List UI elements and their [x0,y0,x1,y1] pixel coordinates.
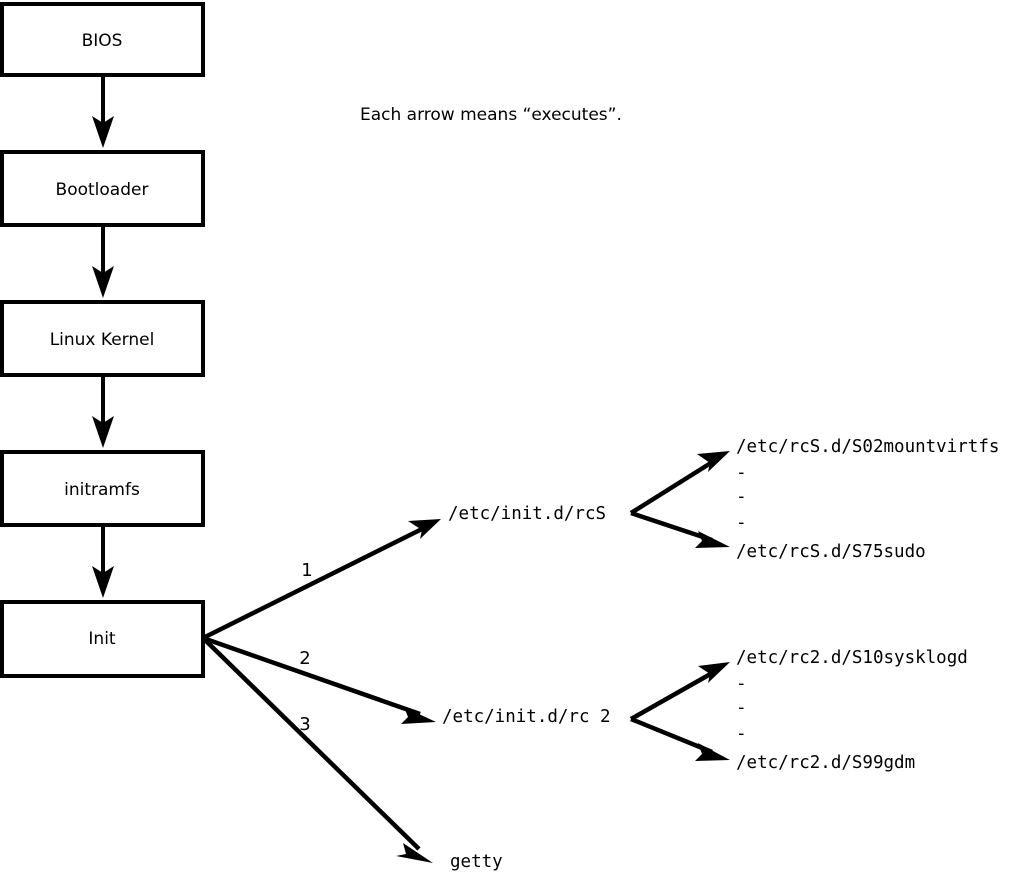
vertical-arrows-group [92,77,114,598]
init-branch-2[interactable]: 2 /etc/init.d/rc 2 [202,635,611,727]
arrow-kernel-to-initramfs [92,377,114,448]
process-box-label: Linux Kernel [50,330,155,350]
rcs-ellipsis-dash: - [736,513,747,533]
rcs-script-first: /etc/rcS.d/S02mountvirtfs [736,437,999,457]
init-branch-1[interactable]: 1 /etc/init.d/rcS [201,504,606,641]
init-branch-3[interactable]: 3 getty [201,636,503,872]
rc2-arrow-first [629,662,730,721]
branch-target-getty: getty [450,852,503,872]
branch-number-label: 2 [299,648,310,669]
process-box-linux-kernel[interactable]: Linux Kernel [0,300,205,377]
rcs-ellipsis-dash: - [736,463,747,483]
rc2-ellipsis-dash: - [736,724,747,744]
rc2-ellipsis-dash: - [736,674,747,694]
rc2-arrow-last [630,716,730,761]
legend-note: Each arrow means “executes”. [360,105,622,125]
arrow-initramfs-to-init [92,527,114,598]
rcs-script-last: /etc/rcS.d/S75sudo [736,542,926,562]
process-box-init[interactable]: Init [0,600,205,678]
process-box-label: Init [88,629,116,649]
branch-number-label: 1 [301,560,312,581]
rcs-fanout-group: /etc/rcS.d/S02mountvirtfs - - - /etc/rcS… [629,437,999,562]
process-box-label: BIOS [82,31,123,51]
rcs-arrow-first [629,451,730,515]
arrow-bios-to-bootloader [92,77,114,148]
rc2-ellipsis-dash: - [736,698,747,718]
process-box-label: Bootloader [56,180,149,200]
rc2-script-first: /etc/rc2.d/S10sysklogd [736,648,968,668]
rcs-arrow-last [630,510,730,548]
branch-target-rc2: /etc/init.d/rc 2 [442,707,611,727]
process-box-bootloader[interactable]: Bootloader [0,150,205,227]
process-box-bios[interactable]: BIOS [0,2,205,77]
boot-chain-group: BIOS Bootloader Linux Kernel initramfs I… [0,2,205,678]
branch-target-rcs: /etc/init.d/rcS [448,504,606,524]
branch-number-label: 3 [299,714,310,735]
rc2-fanout-group: /etc/rc2.d/S10sysklogd - - - /etc/rc2.d/… [629,648,968,773]
init-fanout-group: 1 /etc/init.d/rcS 2 /etc/init.d/rc 2 3 g… [201,504,611,872]
rcs-ellipsis-dash: - [736,487,747,507]
rc2-script-last: /etc/rc2.d/S99gdm [736,753,915,773]
arrow-bootloader-to-kernel [92,227,114,298]
process-box-initramfs[interactable]: initramfs [0,450,205,527]
process-box-label: initramfs [64,480,140,500]
